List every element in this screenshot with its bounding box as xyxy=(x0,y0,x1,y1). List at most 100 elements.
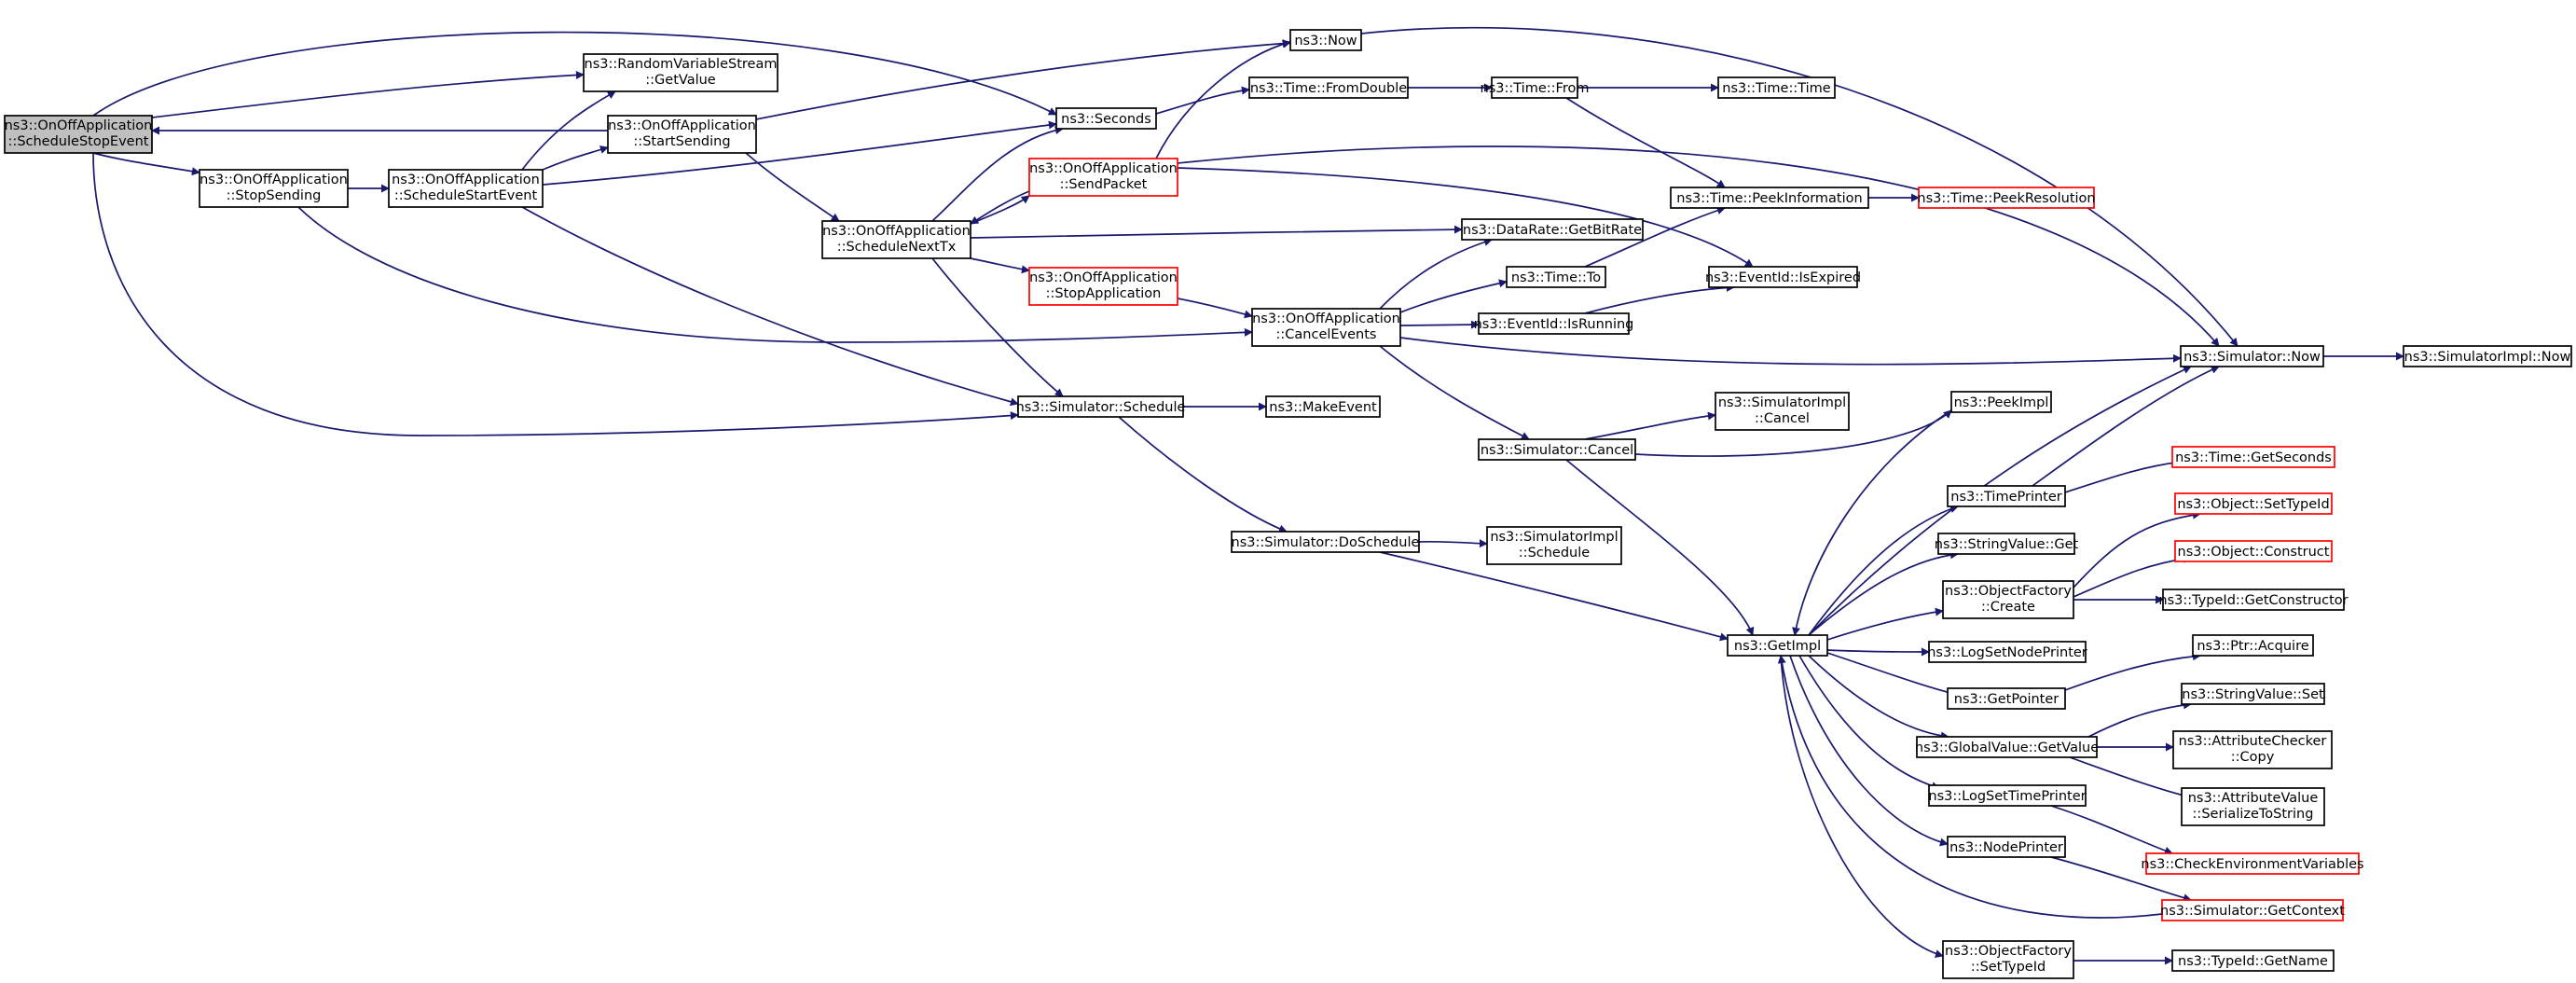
node-eventid-isrunning[interactable]: ns3::EventId::IsRunning xyxy=(1474,312,1634,335)
node-label: ns3::Simulator::Cancel xyxy=(1481,443,1633,458)
node-time-from[interactable]: ns3::Time::From xyxy=(1481,76,1590,99)
node-label: ns3::Time::PeekResolution xyxy=(1917,191,2095,206)
node-label: ns3::Object::SetTypeId xyxy=(2177,497,2329,512)
node-peekimpl[interactable]: ns3::PeekImpl xyxy=(1950,391,2052,413)
node-label: ns3::EventId::IsRunning xyxy=(1474,317,1634,332)
node-box xyxy=(1231,531,1420,553)
edge-simulator-cancel-to-getimpl xyxy=(1565,459,1755,636)
node-getpointer[interactable]: ns3::GetPointer xyxy=(1947,687,2066,710)
node-box xyxy=(1928,784,2087,807)
node-simulatorimpl-now[interactable]: ns3::SimulatorImpl::Now xyxy=(2403,345,2572,367)
node-onoffapplication-stopsending[interactable]: ns3::OnOffApplication::StopSending xyxy=(199,169,349,208)
node-box xyxy=(1916,736,2098,758)
node-logsettimeprinter[interactable]: ns3::LogSetTimePrinter xyxy=(1928,784,2087,807)
node-box xyxy=(2174,540,2333,562)
node-box xyxy=(1708,266,1858,288)
node-label: ns3::Simulator::Now xyxy=(2183,350,2321,365)
node-simulator-getcontext[interactable]: ns3::Simulator::GetContext xyxy=(2160,899,2345,921)
node-time-getseconds[interactable]: ns3::Time::GetSeconds xyxy=(2171,446,2335,468)
node-label: ::GetValue xyxy=(645,73,716,88)
node-box xyxy=(1947,836,2066,858)
node-simulator-now[interactable]: ns3::Simulator::Now xyxy=(2180,345,2324,367)
node-label: ::StopApplication xyxy=(1046,286,1162,301)
edge-onoffapplication-stopapplication-to-onoffapplication-cancelevents xyxy=(1177,298,1253,319)
node-label: ::Create xyxy=(1981,600,2035,615)
node-label: ns3::SimulatorImpl::Now xyxy=(2404,350,2571,365)
edge-onoffapplication-sendpacket-to-eventid-isexpired xyxy=(1177,167,1754,268)
node-checkenvironmentvariables[interactable]: ns3::CheckEnvironmentVariables xyxy=(2141,852,2364,875)
node-box xyxy=(388,169,544,208)
node-attributevalue-serializetostring[interactable]: ns3::AttributeValue::SerializeToString xyxy=(2181,787,2325,826)
node-time-peekinformation[interactable]: ns3::Time::PeekInformation xyxy=(1670,187,1869,209)
edge-onoffapplication-startsending-to-onoffapplication-schedulenexttx xyxy=(745,152,840,222)
node-box xyxy=(1947,485,2066,507)
edge-onoffapplication-schedulestopevent-to-simulator-schedule xyxy=(92,152,1019,436)
node-simulator-doschedule[interactable]: ns3::Simulator::DoSchedule xyxy=(1231,531,1420,553)
node-makeevent[interactable]: ns3::MakeEvent xyxy=(1265,395,1381,418)
node-time-fromdouble[interactable]: ns3::Time::FromDouble xyxy=(1248,76,1409,99)
node-typeid-getconstructor[interactable]: ns3::TypeId::GetConstructor xyxy=(2158,588,2349,611)
node-stringvalue-get[interactable]: ns3::StringValue::Get xyxy=(1935,533,2079,555)
edge-onoffapplication-schedulestopevent-to-onoffapplication-stopsending xyxy=(92,152,200,176)
node-onoffapplication-cancelevents[interactable]: ns3::OnOffApplication::CancelEvents xyxy=(1251,308,1401,347)
node-label: ns3::OnOffApplication xyxy=(1252,312,1400,326)
node-objectfactory-settypeid[interactable]: ns3::ObjectFactory::SetTypeId xyxy=(1942,940,2074,979)
node-seconds[interactable]: ns3::Seconds xyxy=(1055,107,1157,130)
node-getimpl[interactable]: ns3::GetImpl xyxy=(1727,634,1828,657)
node-box xyxy=(1055,107,1157,130)
node-object-settypeid[interactable]: ns3::Object::SetTypeId xyxy=(2174,492,2333,515)
node-box xyxy=(1289,29,1362,51)
node-box xyxy=(2181,787,2325,826)
node-logsetnodeprinter[interactable]: ns3::LogSetNodePrinter xyxy=(1927,641,2087,663)
edge-getimpl-to-timeprinter xyxy=(1808,505,1959,636)
node-label: ns3::StringValue::Get xyxy=(1935,537,2079,552)
node-label: ::ScheduleStartEvent xyxy=(394,188,538,203)
node-now[interactable]: ns3::Now xyxy=(1289,29,1362,51)
node-globalvalue-getvalue[interactable]: ns3::GlobalValue::GetValue xyxy=(1915,736,2099,758)
node-simulator-cancel[interactable]: ns3::Simulator::Cancel xyxy=(1478,438,1636,461)
edge-onoffapplication-schedulestartevent-to-randomvariablestream-getvalue xyxy=(521,90,616,171)
node-attributechecker-copy[interactable]: ns3::AttributeChecker::Copy xyxy=(2172,730,2333,769)
node-onoffapplication-schedulestopevent[interactable]: ns3::OnOffApplication::ScheduleStopEvent xyxy=(4,115,153,154)
node-onoffapplication-stopapplication[interactable]: ns3::OnOffApplication::StopApplication xyxy=(1028,267,1178,306)
node-time-to[interactable]: ns3::Time::To xyxy=(1506,266,1606,288)
edge-onoffapplication-schedulestopevent-to-seconds xyxy=(92,31,1057,117)
node-box xyxy=(1947,687,2066,710)
node-stringvalue-set[interactable]: ns3::StringValue::Set xyxy=(2181,683,2325,705)
edge-timeprinter-to-simulator-now xyxy=(2032,366,2220,487)
node-simulator-schedule[interactable]: ns3::Simulator::Schedule xyxy=(1016,395,1186,418)
node-onoffapplication-schedulenexttx[interactable]: ns3::OnOffApplication::ScheduleNextTx xyxy=(821,220,971,259)
node-timeprinter[interactable]: ns3::TimePrinter xyxy=(1947,485,2066,507)
node-simulatorimpl-cancel[interactable]: ns3::SimulatorImpl::Cancel xyxy=(1715,392,1850,431)
edge-onoffapplication-startsending-to-now xyxy=(755,39,1291,120)
node-ptr-acquire[interactable]: ns3::Ptr::Acquire xyxy=(2192,634,2314,657)
node-eventid-isexpired[interactable]: ns3::EventId::IsExpired xyxy=(1705,266,1861,288)
edge-onoffapplication-sendpacket-to-now xyxy=(1155,39,1291,159)
node-onoffapplication-startsending[interactable]: ns3::OnOffApplication::StartSending xyxy=(607,115,757,154)
node-box xyxy=(2171,446,2335,468)
node-onoffapplication-schedulestartevent[interactable]: ns3::OnOffApplication::ScheduleStartEven… xyxy=(388,169,544,208)
edge-onoffapplication-sendpacket-to-simulator-now xyxy=(1177,145,2220,347)
edge-onoffapplication-sendpacket-to-onoffapplication-schedulenexttx xyxy=(970,190,1030,225)
node-label: ns3::MakeEvent xyxy=(1269,400,1377,415)
node-nodeprinter[interactable]: ns3::NodePrinter xyxy=(1947,836,2066,858)
edge-simulator-schedule-to-simulator-doschedule xyxy=(1118,416,1288,533)
node-box xyxy=(2403,345,2572,367)
node-time-time[interactable]: ns3::Time::Time xyxy=(1717,76,1836,99)
node-randomvariablestream-getvalue[interactable]: ns3::RandomVariableStream::GetValue xyxy=(583,53,778,92)
node-label: ns3::SimulatorImpl xyxy=(1718,395,1846,410)
edge-timeprinter-to-time-getseconds xyxy=(2064,458,2183,493)
edge-seconds-to-time-fromdouble xyxy=(1155,86,1250,115)
node-time-peekresolution[interactable]: ns3::Time::PeekResolution xyxy=(1917,187,2096,209)
node-simulatorimpl-schedule[interactable]: ns3::SimulatorImpl::Schedule xyxy=(1486,526,1622,565)
node-onoffapplication-sendpacket[interactable]: ns3::OnOffApplication::SendPacket xyxy=(1028,158,1178,197)
node-box xyxy=(1928,641,2087,663)
node-datarate-getbitrate[interactable]: ns3::DataRate::GetBitRate xyxy=(1461,218,1644,241)
node-objectfactory-create[interactable]: ns3::ObjectFactory::Create xyxy=(1942,580,2074,619)
node-typeid-getname[interactable]: ns3::TypeId::GetName xyxy=(2171,949,2335,972)
node-label: ns3::Simulator::Schedule xyxy=(1016,400,1186,415)
node-object-construct[interactable]: ns3::Object::Construct xyxy=(2174,540,2333,562)
node-label: ns3::AttributeChecker xyxy=(2179,734,2327,749)
edge-onoffapplication-cancelevents-to-simulator-cancel xyxy=(1379,345,1530,440)
